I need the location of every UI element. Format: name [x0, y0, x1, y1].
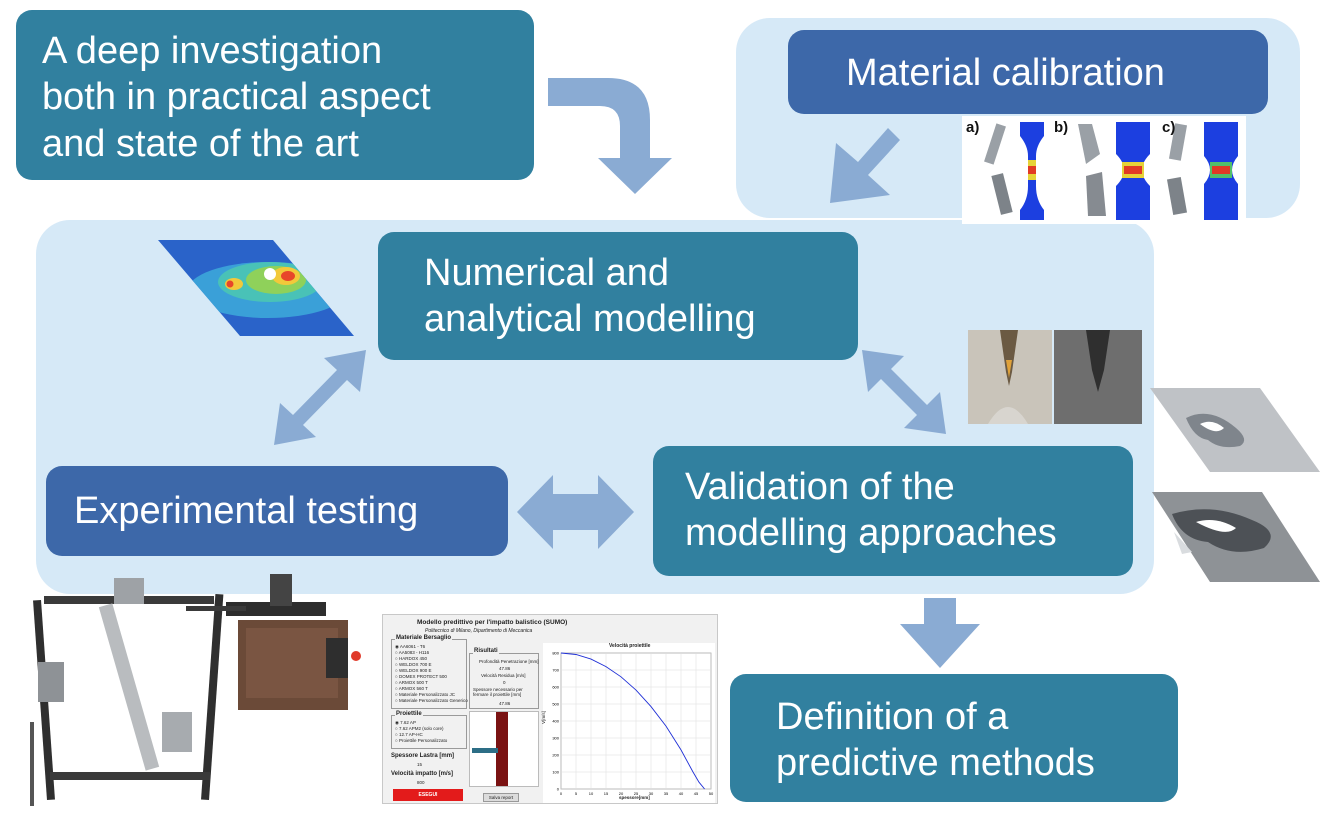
- x-tick-label: 25: [634, 791, 639, 796]
- velocity-field[interactable]: 800: [417, 780, 425, 785]
- double-arrow-diagonal-left: [274, 350, 366, 445]
- y-tick-label: 100: [552, 770, 559, 775]
- material-option[interactable]: ○ AA5083 - H116: [395, 650, 430, 655]
- thickness-label: Spessore Lastra [mm]: [391, 753, 455, 759]
- y-tick-label: 400: [552, 719, 559, 724]
- save-report-button[interactable]: Salva report: [483, 793, 519, 802]
- projectile-option[interactable]: ○ Proiettile Personalizzato: [395, 738, 448, 743]
- double-arrow-diagonal-right: [862, 350, 946, 434]
- projectile-group-label: Proiettile: [395, 711, 423, 717]
- projectile-option[interactable]: ○ 12.7 AP-HC: [395, 732, 423, 737]
- x-tick-label: 45: [694, 791, 699, 796]
- velocity-label: Velocità impatto [m/s]: [391, 771, 454, 777]
- validation-box: Validation of the modelling approaches: [653, 446, 1133, 576]
- x-tick-label: 15: [604, 791, 609, 796]
- y-tick-label: 500: [552, 702, 559, 707]
- projectile-option[interactable]: ○ 7.62 APM2 (solo core): [395, 726, 444, 731]
- x-tick-label: 10: [589, 791, 594, 796]
- y-tick-label: 0: [557, 787, 560, 792]
- calibration-specimens-image: a) b) c): [962, 116, 1246, 224]
- gui-title: Modello predittivo per l'impatto balisti…: [417, 619, 568, 626]
- label-b: b): [1054, 119, 1068, 136]
- numerical-modelling-box: Numerical and analytical modelling: [378, 232, 858, 360]
- specimen-a: [984, 122, 1044, 220]
- run-button[interactable]: ESEGUI: [393, 789, 463, 801]
- penetration-cross-section-image: [968, 330, 1142, 424]
- result-thickness-value: 47.86: [499, 701, 511, 706]
- x-tick-label: 35: [664, 791, 669, 796]
- x-tick-label: 5: [575, 791, 578, 796]
- thickness-field[interactable]: 15: [417, 762, 423, 767]
- chart-x-label: spessore[mm]: [619, 795, 650, 800]
- material-option[interactable]: ○ DOMEX PROTECT 500: [395, 674, 447, 679]
- x-tick-label: 0: [560, 791, 563, 796]
- chart-title: Velocità proiettile: [609, 643, 651, 649]
- result-thickness-label: Spessore necessario per fermare il proie…: [473, 687, 523, 697]
- y-tick-label: 300: [552, 736, 559, 741]
- y-tick-label: 800: [552, 651, 559, 656]
- label-a: a): [966, 119, 979, 136]
- material-option[interactable]: ○ ARMOX 560 T: [395, 686, 428, 691]
- gui-subtitle: Politecnico di Milano, Dipartimento di M…: [425, 628, 533, 634]
- y-tick-label: 600: [552, 685, 559, 690]
- sumo-gui-screenshot: Modello predittivo per l'impatto balisti…: [382, 614, 718, 804]
- material-calibration-box: Material calibration: [788, 30, 1268, 114]
- fe-contour-plate-image: [158, 240, 354, 336]
- y-tick-label: 700: [552, 668, 559, 673]
- test-rig-frame-image: [30, 578, 224, 806]
- double-arrow-horizontal: [517, 475, 634, 549]
- material-option[interactable]: ○ WELDOX 900 E: [395, 668, 432, 673]
- x-tick-label: 50: [709, 791, 714, 796]
- diagonal-arrow-in: [830, 128, 900, 203]
- material-group-label: Materiale Bersaglio: [395, 635, 453, 641]
- label-c: c): [1162, 119, 1175, 136]
- definition-box: Definition of a predictive methods: [730, 674, 1178, 802]
- result-residual-label: Velocità Residua [m/s]: [481, 673, 526, 678]
- material-option[interactable]: ◉ AA6061 - T6: [395, 644, 426, 649]
- result-penetration-label: Profondità Penetrazione [mm]: [479, 659, 539, 664]
- gun-mount-image: [186, 574, 361, 710]
- arrow-down-definition: [900, 598, 980, 668]
- curved-arrow-down: [548, 78, 672, 194]
- result-penetration-value: 47.86: [499, 666, 511, 671]
- material-option[interactable]: ○ ARMOX 500 T: [395, 680, 428, 685]
- material-option[interactable]: ○ WELDOX 700 E: [395, 662, 432, 667]
- investigation-box: A deep investigation both in practical a…: [16, 10, 534, 180]
- projectile-group: [391, 715, 467, 749]
- perforated-plate-image-2: [1152, 492, 1320, 582]
- perforated-plate-image-1: [1150, 388, 1320, 472]
- experimental-testing-box: Experimental testing: [46, 466, 508, 556]
- specimen-b: [1078, 122, 1150, 220]
- results-group: [469, 653, 539, 709]
- chart-y-label: V[m/s]: [540, 711, 546, 724]
- material-option[interactable]: ○ Materiale Personalizzato Generico: [395, 698, 468, 703]
- projectile-option[interactable]: ◉ 7.62 AP: [395, 720, 416, 725]
- material-option[interactable]: ○ Materiale Personalizzato JC: [395, 692, 455, 697]
- x-tick-label: 40: [679, 791, 684, 796]
- material-option[interactable]: ○ HARDOX 450: [395, 656, 427, 661]
- velocity-curve: [560, 652, 705, 790]
- specimen-c: [1166, 122, 1238, 220]
- result-residual-value: 0: [503, 680, 506, 685]
- x-tick-label: 20: [619, 791, 624, 796]
- y-tick-label: 200: [552, 753, 559, 758]
- plate-schematic: [469, 711, 539, 787]
- results-group-label: Risultati: [473, 648, 499, 654]
- x-tick-label: 30: [649, 791, 654, 796]
